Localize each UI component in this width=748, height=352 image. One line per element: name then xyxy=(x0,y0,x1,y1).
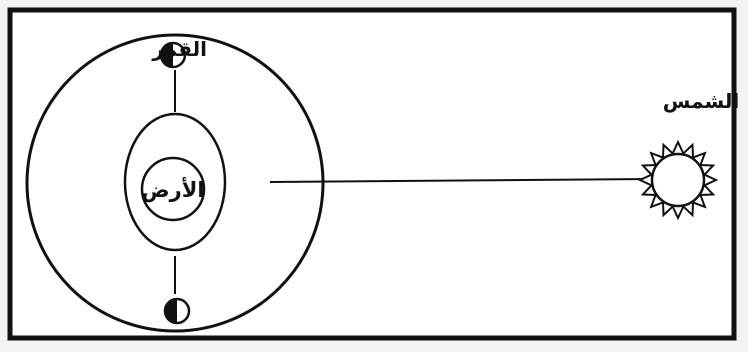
sun-disk xyxy=(652,154,704,206)
moon-label: القمر xyxy=(151,37,207,61)
moon-bottom xyxy=(165,299,189,323)
sun-label: الشمس xyxy=(663,89,739,113)
diagram-frame xyxy=(10,10,734,338)
sun xyxy=(640,142,716,218)
earth-label: الأرض xyxy=(141,176,204,202)
